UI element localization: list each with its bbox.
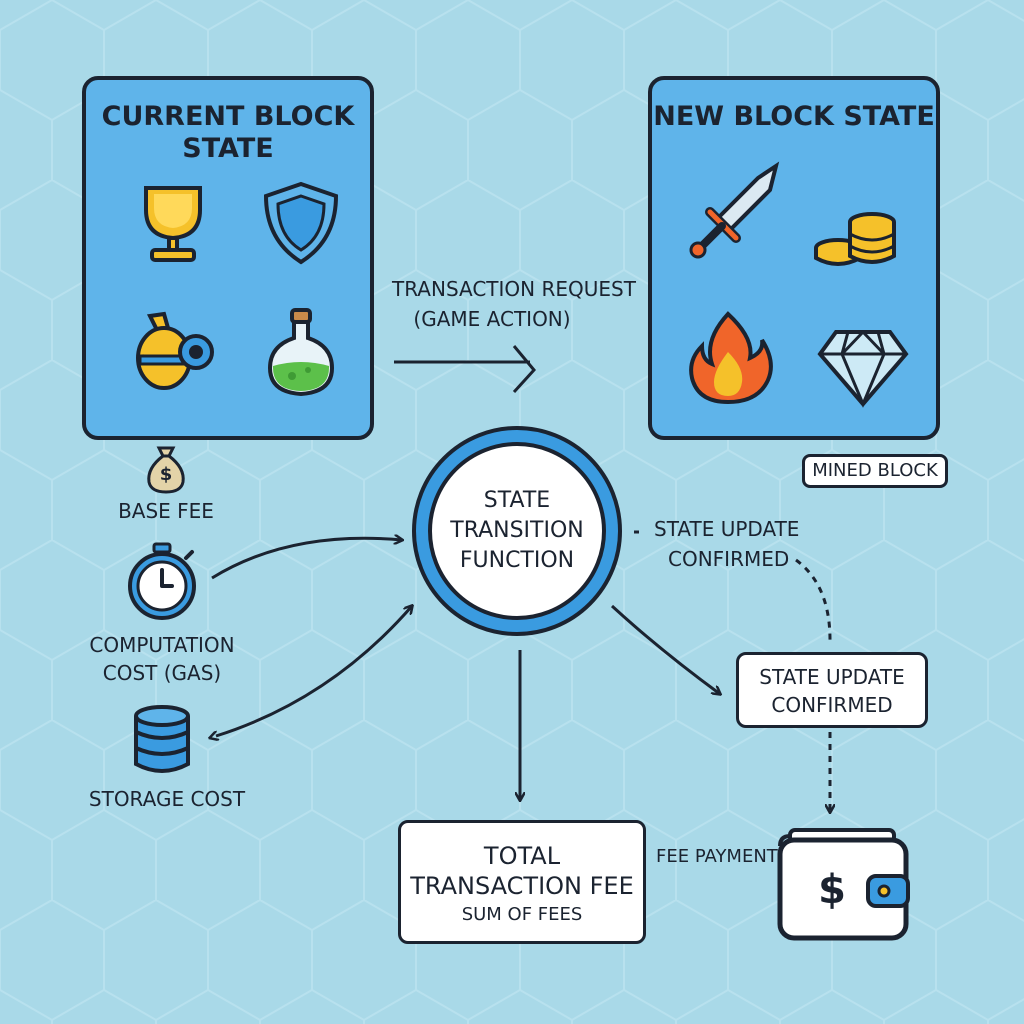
shield-icon bbox=[256, 178, 346, 268]
transaction-request-label: TRANSACTION REQUEST bbox=[392, 277, 636, 301]
state-update-label-line2: CONFIRMED bbox=[668, 547, 790, 571]
game-action-label: (GAME ACTION) bbox=[413, 307, 571, 331]
coins-icon bbox=[814, 208, 904, 298]
state-update-box-line2: CONFIRMED bbox=[771, 693, 893, 717]
wallet-icon: $ bbox=[776, 826, 916, 946]
wallet-dollar-symbol: $ bbox=[818, 867, 846, 913]
state-transition-function: STATE TRANSITION FUNCTION bbox=[412, 426, 622, 636]
money-bag-icon: $ bbox=[145, 444, 187, 498]
current-block-title-line1: CURRENT BLOCK bbox=[101, 101, 355, 132]
sword-icon bbox=[684, 161, 780, 259]
stf-line3: FUNCTION bbox=[459, 548, 575, 573]
database-icon bbox=[132, 704, 192, 780]
current-block-title-line2: STATE bbox=[182, 133, 274, 164]
total-transaction-fee-box: TOTAL TRANSACTION FEE SUM OF FEES bbox=[398, 820, 646, 944]
trophy-icon bbox=[128, 178, 218, 268]
computation-cost-label-line1: COMPUTATION bbox=[89, 633, 235, 657]
mined-block-label: MINED BLOCK bbox=[812, 460, 938, 481]
fee-payment-label: FEE PAYMENT bbox=[656, 846, 778, 867]
new-block-title: NEW BLOCK STATE bbox=[653, 101, 935, 132]
state-transition-inner: STATE TRANSITION FUNCTION bbox=[428, 442, 606, 620]
state-update-label-line1: STATE UPDATE bbox=[654, 517, 800, 541]
potion-icon bbox=[256, 308, 346, 398]
state-update-confirmed-box: STATE UPDATE CONFIRMED bbox=[736, 652, 928, 728]
stf-line1: STATE bbox=[483, 488, 551, 513]
total-line3: SUM OF FEES bbox=[461, 904, 583, 925]
fire-icon bbox=[684, 311, 774, 405]
base-fee-label: BASE FEE bbox=[118, 499, 214, 523]
pouch-icon bbox=[128, 308, 218, 398]
diamond-icon bbox=[817, 320, 909, 410]
state-update-box-line1: STATE UPDATE bbox=[759, 665, 905, 689]
new-block-state-panel: NEW BLOCK STATE bbox=[648, 76, 940, 440]
total-line2: TRANSACTION FEE bbox=[410, 872, 634, 900]
computation-cost-label-line2: COST (GAS) bbox=[102, 661, 222, 685]
current-block-state-panel: CURRENT BLOCK STATE bbox=[82, 76, 374, 440]
total-line1: TOTAL bbox=[483, 842, 561, 870]
mined-block-badge: MINED BLOCK bbox=[802, 454, 948, 488]
money-bag-symbol: $ bbox=[159, 464, 173, 485]
stf-line2: TRANSITION bbox=[450, 518, 584, 543]
stopwatch-icon bbox=[126, 542, 198, 624]
storage-cost-label: STORAGE COST bbox=[88, 787, 246, 811]
